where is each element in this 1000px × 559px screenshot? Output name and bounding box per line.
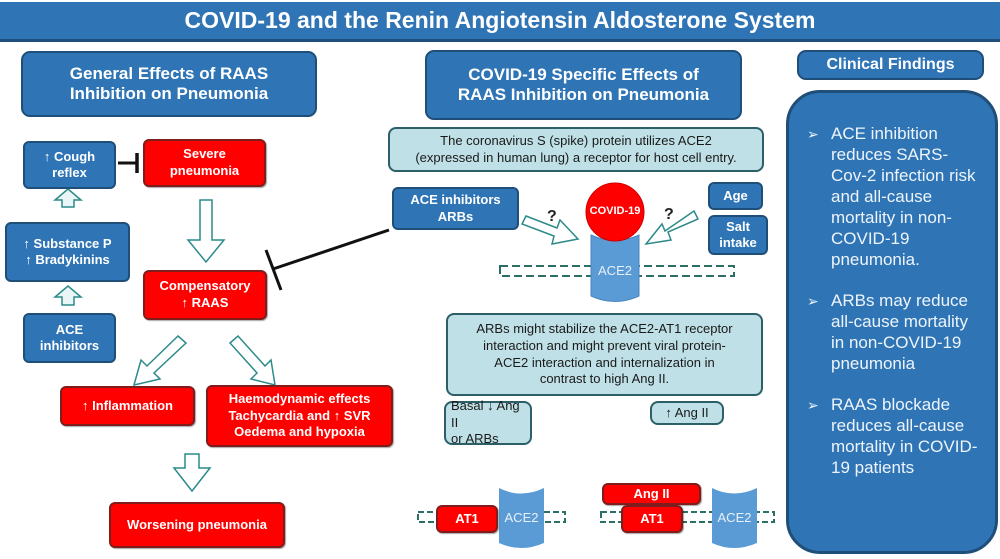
ace2-label-bottom-left: ACE2	[504, 510, 539, 525]
finding-item: ➢ RAAS blockade reduces all-cause mortal…	[807, 394, 981, 478]
arrow-bullet-icon: ➢	[807, 126, 819, 142]
covid-effects-header: COVID-19 Specific Effects of RAAS Inhibi…	[425, 50, 742, 120]
basal-ang-ii-label: Basal ↓ Ang II or ARBs	[444, 398, 532, 446]
arrow-down-icon	[186, 199, 226, 264]
inflammation-node: ↑ Inflammation	[60, 386, 195, 426]
worsening-pneumonia-node: Worsening pneumonia	[109, 502, 285, 548]
finding-item: ➢ ACE inhibition reduces SARS-Cov-2 infe…	[807, 123, 981, 270]
cough-reflex-node: ↑ Cough reflex	[23, 141, 116, 189]
inhibit-connector-raas	[264, 228, 390, 291]
age-node: Age	[708, 182, 763, 210]
compensatory-raas-node: Compensatory ↑ RAAS	[143, 270, 267, 320]
salt-intake-node: Salt intake	[708, 215, 768, 255]
virus-label: COVID-19	[589, 205, 641, 217]
ace2-label-bottom-right: ACE2	[717, 510, 752, 525]
general-effects-header: General Effects of RAAS Inhibition on Pn…	[21, 51, 317, 117]
haemodynamic-effects-node: Haemodynamic effects Tachycardia and ↑ S…	[206, 385, 393, 447]
arrow-bullet-icon: ➢	[807, 293, 819, 309]
ace-inhibitors-arbs-node: ACE inhibitors ARBs	[392, 187, 519, 230]
high-ang-ii-label: ↑ Ang II	[650, 401, 724, 425]
arb-stabilization-note: ARBs might stabilize the ACE2-AT1 recept…	[446, 313, 763, 396]
arrow-up-icon	[52, 188, 84, 208]
arrow-up-icon	[52, 285, 84, 306]
clinical-findings-panel: ➢ ACE inhibition reduces SARS-Cov-2 infe…	[786, 90, 998, 554]
inhibit-connector-cough	[118, 153, 139, 173]
question-mark-right: ?	[664, 206, 674, 223]
finding-item: ➢ ARBs may reduce all-cause mortality in…	[807, 290, 981, 374]
at1-receptor: AT1	[621, 505, 683, 533]
clinical-findings-header: Clinical Findings	[797, 50, 984, 80]
page-title: COVID-19 and the Renin Angiotensin Aldos…	[184, 7, 816, 33]
spike-protein-note: The coronavirus S (spike) protein utiliz…	[388, 127, 764, 172]
severe-pneumonia-node: Severe pneumonia	[143, 139, 266, 187]
question-mark-left: ?	[547, 208, 557, 225]
finding-text: ACE inhibition reduces SARS-Cov-2 infect…	[831, 124, 976, 269]
finding-text: RAAS blockade reduces all-cause mortalit…	[831, 395, 978, 477]
page-title-banner: COVID-19 and the Renin Angiotensin Aldos…	[0, 2, 1000, 42]
arrow-down-right-icon	[228, 334, 276, 387]
arrow-down-left-icon	[132, 334, 188, 387]
at1-receptor: AT1	[436, 505, 498, 533]
ang-ii-ligand: Ang II	[602, 483, 701, 505]
substance-p-node: ↑ Substance P ↑ Bradykinins	[5, 222, 130, 282]
ace-inhibitors-node: ACE inhibitors	[23, 313, 116, 363]
arrow-down-icon	[172, 453, 212, 493]
arrow-bullet-icon: ➢	[807, 397, 819, 413]
ace2-label: ACE2	[598, 263, 632, 278]
finding-text: ARBs may reduce all-cause mortality in n…	[831, 291, 968, 373]
